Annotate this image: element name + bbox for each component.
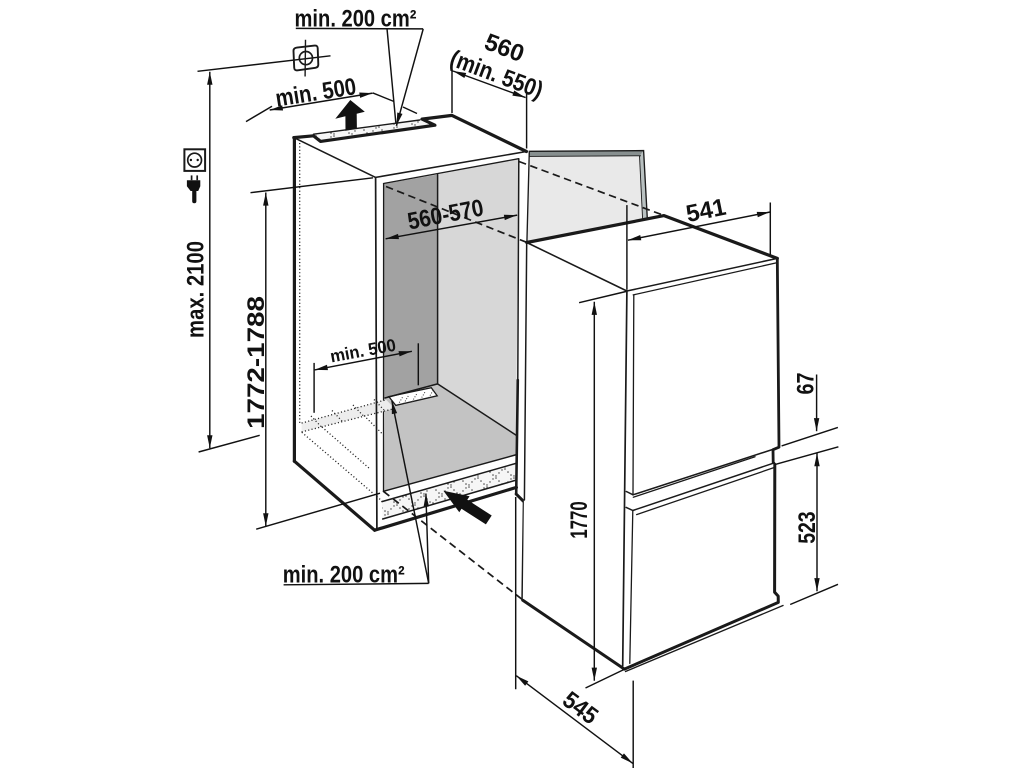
svg-text:67: 67	[791, 372, 818, 394]
svg-text:523: 523	[793, 511, 820, 543]
svg-text:min. 200 cm²: min. 200 cm²	[283, 561, 405, 588]
svg-text:max. 2100: max. 2100	[182, 241, 209, 338]
svg-text:1770: 1770	[566, 501, 593, 538]
svg-text:min. 200 cm²: min. 200 cm²	[295, 5, 417, 32]
svg-text:1772-1788: 1772-1788	[242, 296, 270, 429]
